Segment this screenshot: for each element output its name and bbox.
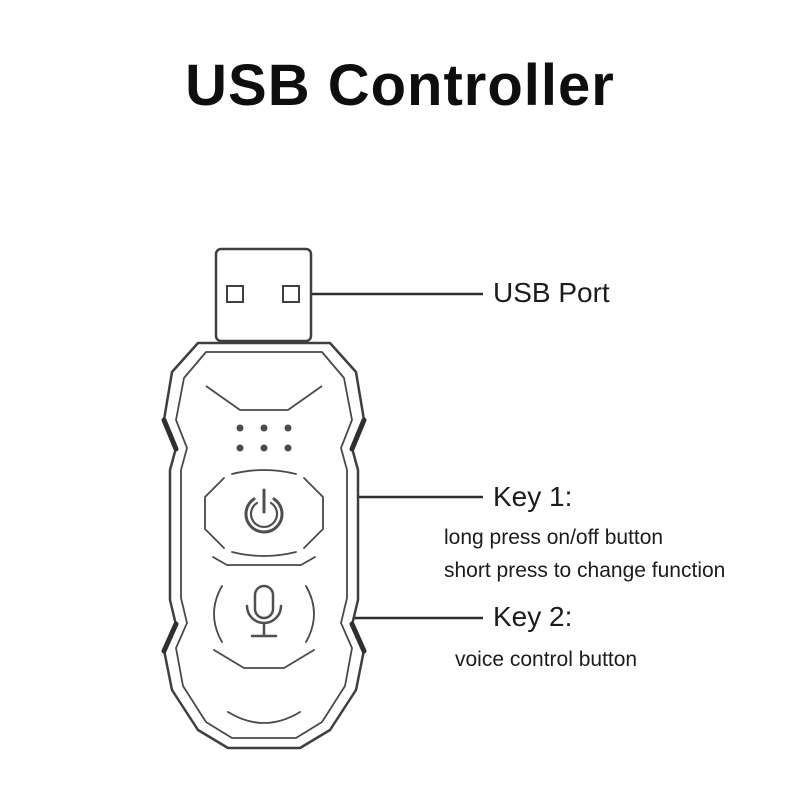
device-body-outline (162, 341, 366, 750)
usb-plug-contact-left (226, 285, 244, 303)
key2-description: voice control button (455, 648, 638, 671)
key1-description-line1: long press on/off button (444, 526, 664, 549)
power-icon (244, 488, 284, 534)
key2-label: Key 2: (493, 601, 573, 632)
microphone-icon (245, 584, 283, 638)
usb-plug-shell (214, 247, 313, 343)
key1-description: long press on/off button short press to … (444, 521, 725, 587)
usb-plug-contact-right (282, 285, 300, 303)
section-divider (212, 556, 316, 566)
device-body (161, 341, 367, 750)
mic-key-frame (213, 585, 315, 724)
page-title: USB Controller (185, 53, 615, 118)
top-facet-line (205, 385, 323, 411)
device-body-inner-outline (175, 351, 353, 739)
power-key-frame (204, 469, 324, 557)
key1-description-line2: short press to change function (444, 559, 726, 582)
key1-label: Key 1: (493, 481, 573, 512)
led-indicators (236, 424, 292, 452)
side-accents (161, 417, 367, 654)
usb-plug (214, 247, 313, 343)
usb-port-label: USB Port (493, 277, 610, 308)
